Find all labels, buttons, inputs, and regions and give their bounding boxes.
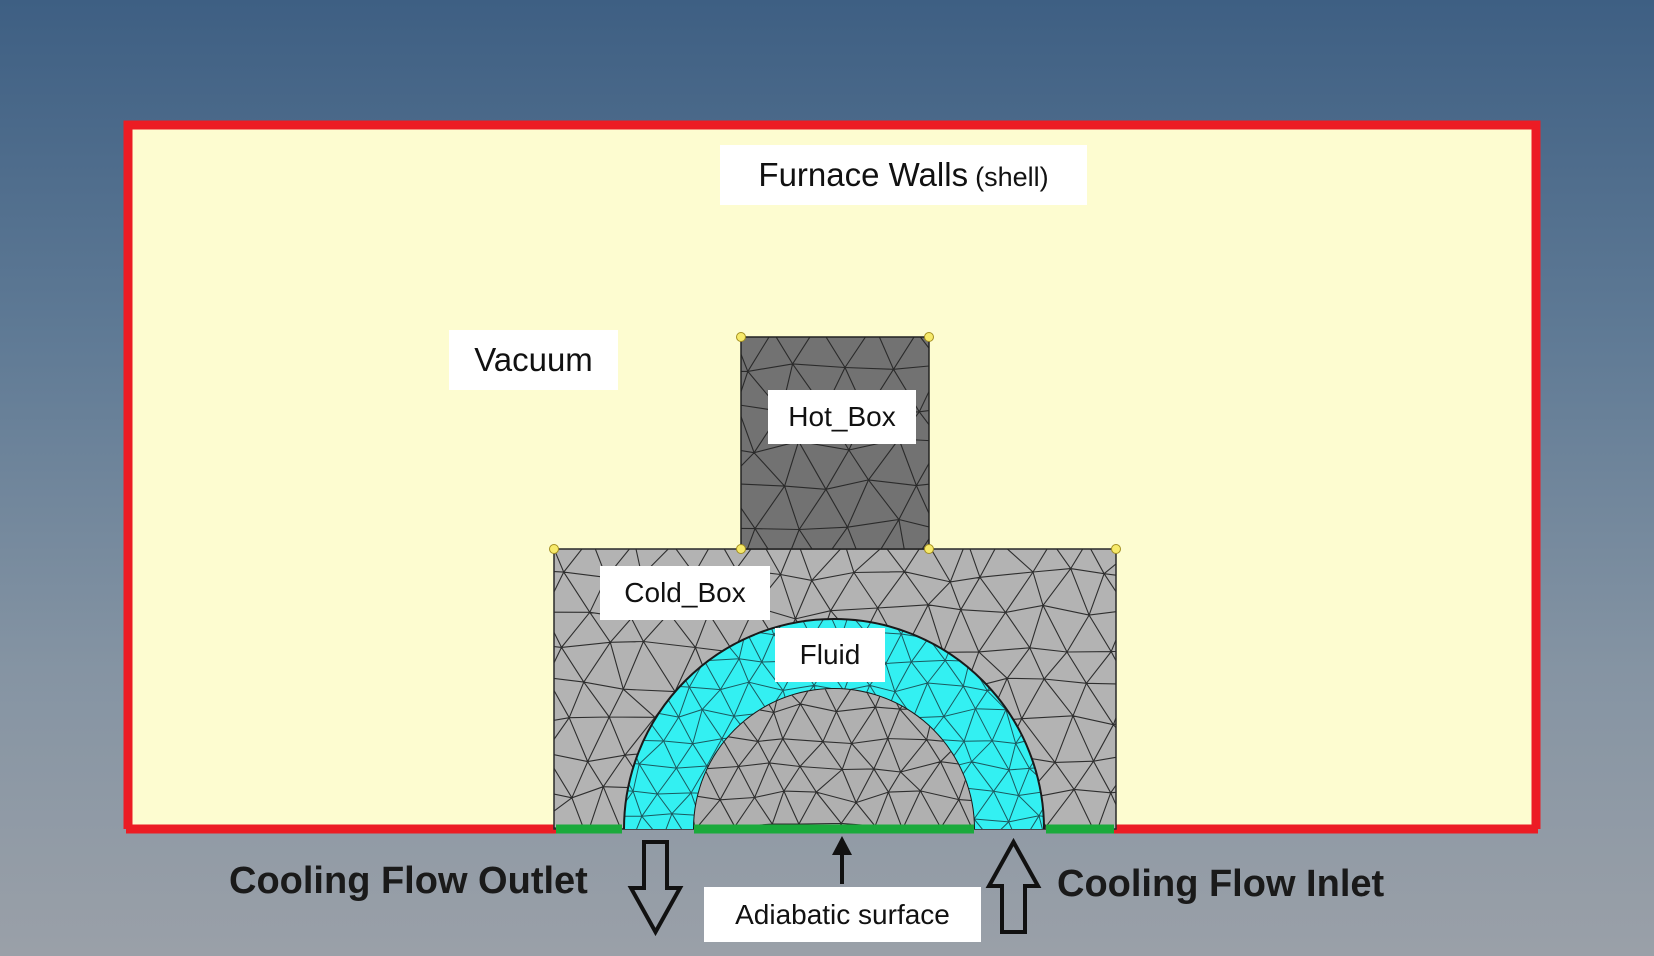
vacuum-label: Vacuum xyxy=(449,330,618,390)
cold-box-text: Cold_Box xyxy=(624,577,746,608)
fluid-label: Fluid xyxy=(775,628,885,682)
adiabatic-pointer-icon xyxy=(832,836,852,884)
furnace-wall xyxy=(123,120,1541,829)
mesh-lines xyxy=(694,689,974,829)
cooling-outlet-label: Cooling Flow Outlet xyxy=(229,860,588,902)
cold-box-label: Cold_Box xyxy=(600,566,770,620)
furnace-walls-suffix: (shell) xyxy=(975,161,1049,192)
vertex-marker xyxy=(924,332,934,342)
outlet-arrow-icon xyxy=(627,840,684,937)
inlet-arrow-icon xyxy=(985,837,1042,934)
vertex-marker xyxy=(549,544,559,554)
hot-box-text: Hot_Box xyxy=(788,401,896,432)
inner-solid xyxy=(694,689,974,829)
hot-box-label: Hot_Box xyxy=(768,390,916,444)
vacuum-text: Vacuum xyxy=(474,341,593,378)
furnace-walls-text: Furnace Walls xyxy=(758,156,969,193)
adiabatic-surface-text: Adiabatic surface xyxy=(735,898,950,930)
cooling-inlet-label: Cooling Flow Inlet xyxy=(1057,863,1385,905)
vertex-markers xyxy=(549,332,1121,554)
fluid-text: Fluid xyxy=(799,639,861,670)
vertex-marker xyxy=(736,332,746,342)
vertex-marker xyxy=(1111,544,1121,554)
furnace-walls-label: Furnace Walls (shell) xyxy=(720,145,1087,205)
adiabatic-surface-label: Adiabatic surface xyxy=(704,887,981,942)
vertex-marker xyxy=(736,544,746,554)
vertex-marker xyxy=(924,544,934,554)
